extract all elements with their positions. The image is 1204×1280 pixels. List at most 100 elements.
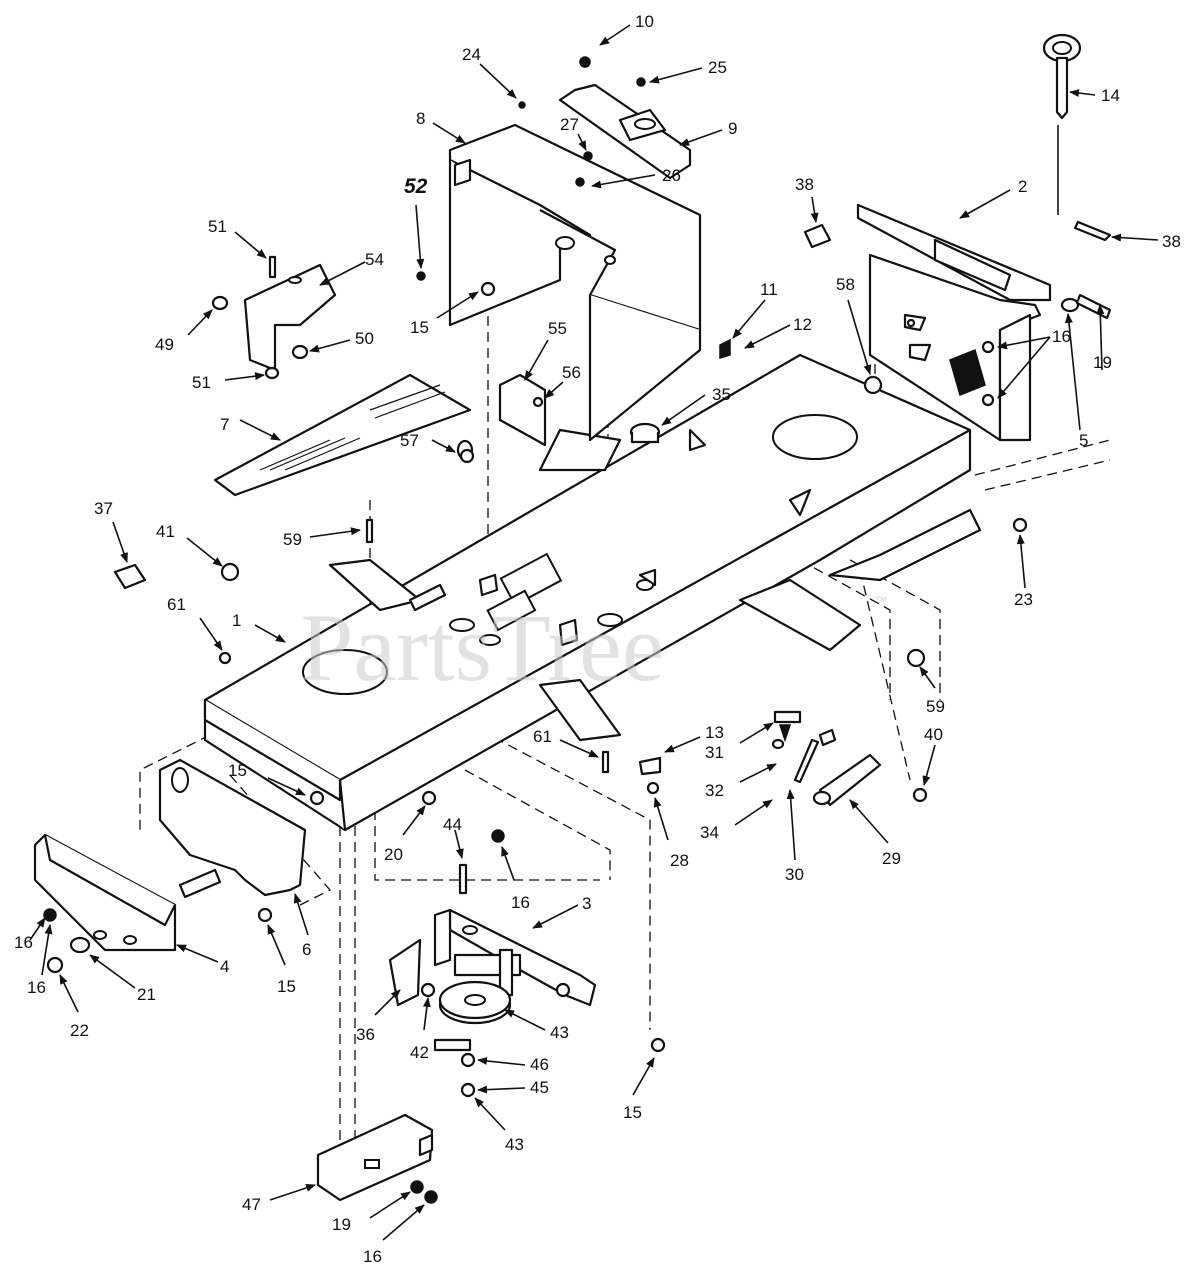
callout-11: 11 — [732, 280, 778, 339]
svg-text:14: 14 — [1101, 86, 1120, 105]
svg-text:15: 15 — [228, 761, 247, 780]
hardware-fasteners — [43, 56, 1112, 1204]
callout-27: 26 — [591, 166, 681, 189]
callout-1: 1 — [232, 611, 286, 643]
callout-42: 41 — [156, 522, 223, 567]
watermark-trademark: ™ — [875, 594, 887, 608]
svg-text:42: 42 — [410, 1043, 429, 1062]
svg-text:47: 47 — [242, 1195, 261, 1214]
svg-text:16: 16 — [14, 933, 33, 952]
svg-text:49: 49 — [155, 335, 174, 354]
callout-24: 23 — [1014, 534, 1033, 609]
idler-pulley-part-44 — [433, 980, 512, 1052]
callout-59b: 59 — [919, 666, 945, 716]
callout-9: 9 — [679, 119, 737, 146]
svg-text:10: 10 — [635, 12, 654, 31]
callout-55: 54 — [319, 250, 384, 286]
callout-2: 2 — [959, 177, 1027, 219]
grip-part-38 — [113, 223, 832, 590]
svg-text:6: 6 — [302, 940, 311, 959]
callout-25: 24 — [462, 45, 517, 99]
bushing-part-36 — [629, 422, 661, 444]
callout-37: 36 — [356, 989, 401, 1044]
callout-47: 46 — [477, 1055, 549, 1074]
svg-text:38: 38 — [1162, 232, 1181, 251]
callout-6: 6 — [293, 893, 311, 959]
front-bracket-part-4 — [33, 833, 177, 952]
svg-text:43: 43 — [505, 1135, 524, 1154]
callout-19a: 16 — [14, 917, 46, 952]
svg-text:16: 16 — [27, 978, 46, 997]
callout-57: 56 — [544, 363, 581, 399]
watermark: PartsTree ™ — [300, 594, 887, 701]
svg-text:4: 4 — [220, 957, 229, 976]
callout-44: 43 — [504, 1009, 569, 1042]
svg-text:16: 16 — [1052, 327, 1071, 346]
svg-text:1: 1 — [232, 611, 241, 630]
svg-text:51: 51 — [192, 373, 211, 392]
callout-5: 5 — [1064, 313, 1088, 450]
svg-text:32: 32 — [705, 781, 724, 800]
svg-text:24: 24 — [462, 45, 481, 64]
idler-bracket-part-3 — [433, 908, 597, 1007]
callout-38b: 38 — [795, 175, 819, 223]
svg-text:61: 61 — [167, 595, 186, 614]
svg-text:27: 27 — [560, 115, 579, 134]
svg-text:7: 7 — [220, 415, 229, 434]
callout-51b: 51 — [192, 372, 265, 392]
svg-text:37: 37 — [94, 499, 113, 518]
callout-61b: 61 — [167, 595, 223, 651]
callout-16c: 16 — [501, 846, 530, 912]
hitch-pin-part-14-40 — [1042, 33, 1112, 242]
svg-text:20: 20 — [384, 845, 403, 864]
svg-text:13: 13 — [705, 723, 724, 742]
svg-text:40: 40 — [924, 725, 943, 744]
spring-linkage-parts-30-32 — [771, 710, 882, 807]
svg-text:30: 30 — [785, 865, 804, 884]
svg-text:54: 54 — [365, 250, 384, 269]
svg-text:9: 9 — [728, 119, 737, 138]
svg-text:55: 55 — [548, 319, 567, 338]
svg-text:34: 34 — [700, 823, 719, 842]
callout-31: 30 — [785, 789, 804, 884]
callout-29: 28 — [653, 797, 689, 870]
svg-text:56: 56 — [562, 363, 581, 382]
svg-text:25: 25 — [708, 58, 727, 77]
svg-text:5: 5 — [1079, 431, 1088, 450]
floor-mat-part-7 — [213, 373, 472, 497]
svg-text:29: 29 — [882, 849, 901, 868]
callout-26: 25 — [649, 58, 727, 84]
callout-12: 12 — [744, 315, 812, 349]
callout-41: 40 — [922, 725, 943, 786]
callout-58: 57 — [400, 431, 456, 453]
callout-52: 51 — [208, 217, 267, 259]
svg-text:23: 23 — [1014, 590, 1033, 609]
svg-text:58: 58 — [836, 275, 855, 294]
callout-43a: 42 — [410, 997, 431, 1062]
svg-text:11: 11 — [760, 280, 778, 299]
callout-7: 7 — [220, 415, 281, 441]
callout-19b: 19 — [332, 1191, 411, 1234]
callout-23: 22 — [59, 974, 89, 1040]
svg-text:12: 12 — [793, 315, 812, 334]
bracket-part-55 — [243, 263, 337, 372]
svg-text:38: 38 — [795, 175, 814, 194]
svg-text:59: 59 — [926, 697, 945, 716]
dash-panel-part-8 — [448, 123, 702, 442]
callout-10: 10 — [599, 12, 654, 46]
watermark-text: PartsTree — [300, 594, 664, 701]
callout-61c: 61 — [533, 727, 599, 758]
svg-text:51: 51 — [208, 217, 227, 236]
callout-50: 49 — [155, 309, 213, 354]
callout-61a: 59 — [283, 527, 361, 549]
svg-text:22: 22 — [70, 1021, 89, 1040]
callout-16a: 15 — [410, 291, 479, 337]
svg-text:3: 3 — [582, 894, 591, 913]
callout-30: 29 — [849, 799, 901, 868]
svg-text:8: 8 — [416, 109, 425, 128]
svg-text:36: 36 — [356, 1025, 375, 1044]
svg-text:57: 57 — [400, 431, 419, 450]
svg-text:59: 59 — [283, 530, 302, 549]
callout-4: 4 — [176, 944, 229, 976]
svg-text:31: 31 — [705, 743, 724, 762]
